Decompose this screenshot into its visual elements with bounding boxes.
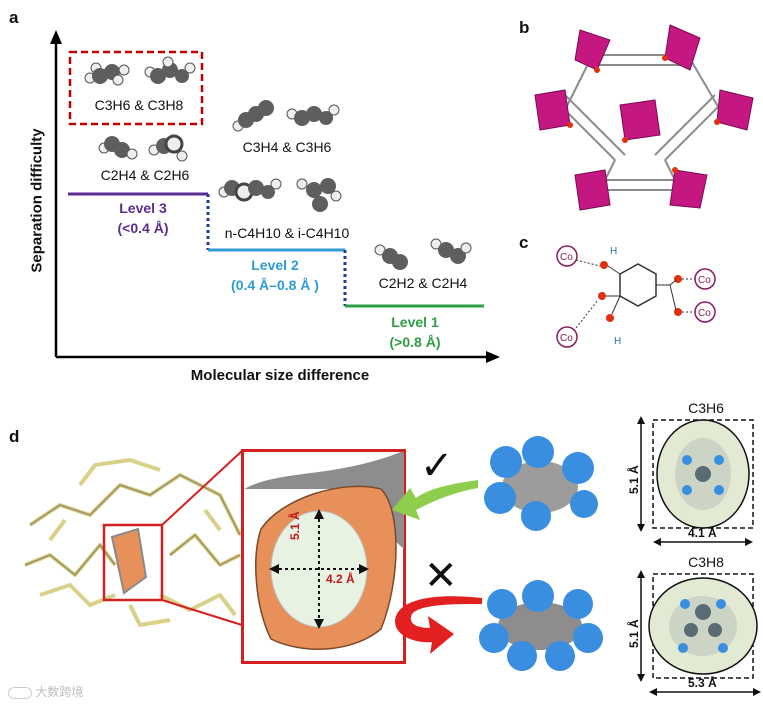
pair-c2h4-c2h6: C2H4 & C2H6 (90, 167, 200, 183)
level1-range: (>0.8 Å) (360, 332, 470, 352)
reject-arrow (384, 586, 484, 666)
level2-group: Level 2 (0.4 Å–0.8 Å ) (210, 255, 340, 295)
mof-structure-image (525, 10, 763, 220)
pair-c2h2-c2h4: C2H2 & C2H4 (368, 275, 478, 291)
x-axis-arrow (486, 351, 500, 363)
x-axis-label: Molecular size difference (150, 367, 410, 384)
pair-c4h10: n-C4H10 & i-C4H10 (212, 225, 362, 241)
c3h8-width-label: 5.3 Å (688, 676, 717, 690)
y-axis-arrow (50, 30, 62, 44)
h-label-top: H (610, 246, 617, 257)
watermark-text: 大数跨境 (35, 685, 83, 699)
co-label-2: Co (698, 275, 711, 286)
level3-group: Level 3 (<0.4 Å) (88, 198, 198, 238)
molecule-n-c4h10 (219, 179, 281, 200)
c3h8-space-filling (478, 576, 608, 676)
c3h8-height-label: 5.1 Å (627, 619, 641, 648)
pair-c3h6-c3h8: C3H6 & C3H8 (84, 97, 194, 113)
level1-group: Level 1 (>0.8 Å) (360, 312, 470, 352)
molecule-c3h6 (85, 63, 129, 85)
watermark-logo-icon (8, 687, 32, 699)
pore-height-label: 5.1 Å (288, 511, 302, 540)
c3h6-space-filling (478, 432, 608, 532)
highlight-box (70, 52, 202, 124)
co-label-1: Co (560, 252, 573, 263)
c3h6-height-label: 5.1 Å (627, 465, 641, 494)
molecule-c2h2 (375, 245, 408, 270)
level2-range: (0.4 Å–0.8 Å ) (210, 275, 340, 295)
watermark: 大数跨境 (8, 683, 83, 700)
pair-c3h4-c3h6: C3H4 & C3H6 (232, 139, 342, 155)
y-axis-label: Separation difficulty (29, 106, 46, 296)
level2-name: Level 2 (210, 255, 340, 275)
level3-range: (<0.4 Å) (88, 218, 198, 238)
ligand-coordination-diagram: Co Co Co Co H H (550, 240, 750, 355)
co-label-3: Co (698, 308, 711, 319)
level3-name: Level 3 (88, 198, 198, 218)
c3h6-width-label: 4.1 Å (688, 526, 717, 540)
framework-wireframe (20, 445, 250, 630)
h-label-bottom: H (614, 336, 621, 347)
molecule-i-c4h10 (297, 178, 341, 212)
pore-width-label: 4.2 Å (326, 572, 355, 586)
molecule-c2h6 (149, 136, 187, 161)
molecule-c2h4 (99, 136, 137, 159)
level1-name: Level 1 (360, 312, 470, 332)
enter-arrow (380, 470, 480, 530)
molecule-c2h4-b (431, 239, 471, 264)
panel-label-d: d (9, 427, 19, 447)
co-label-4: Co (560, 333, 573, 344)
panel-label-c: c (519, 233, 528, 253)
molecule-c3h4 (233, 100, 274, 131)
molecule-c3h6-b (287, 105, 339, 126)
molecule-c3h8 (145, 57, 195, 84)
